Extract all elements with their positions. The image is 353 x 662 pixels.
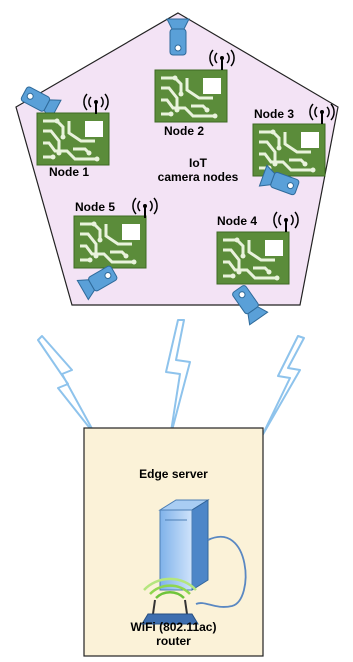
router-label-line: WiFi (802.11ac)	[130, 620, 217, 634]
router-label: WiFi (802.11ac) router	[84, 620, 263, 648]
cluster-title-line: camera nodes	[157, 170, 239, 184]
router-label-line: router	[156, 634, 191, 648]
camera-icon	[166, 18, 190, 56]
circuit-board-icon	[35, 111, 111, 167]
circuit-board-icon	[72, 214, 148, 270]
router-icon	[141, 577, 199, 625]
node-label: Node 4	[217, 214, 258, 228]
network-cable	[195, 536, 247, 608]
node-label: Node 5	[75, 200, 116, 214]
lightning-icon	[37, 335, 97, 437]
node-label: Node 1	[49, 165, 90, 179]
circuit-board-icon	[215, 230, 291, 286]
circuit-board-icon	[153, 68, 229, 124]
node-label: Node 2	[164, 124, 205, 138]
circuit-board-icon	[251, 122, 327, 178]
lightning-icon	[261, 335, 305, 437]
node-label: Node 3	[254, 107, 295, 121]
edge-server-title: Edge server	[139, 467, 208, 481]
lightning-icon	[165, 319, 191, 439]
cluster-title-line: IoT	[189, 156, 207, 170]
server-icon	[158, 499, 210, 591]
cluster-title: IoT camera nodes	[153, 156, 243, 184]
